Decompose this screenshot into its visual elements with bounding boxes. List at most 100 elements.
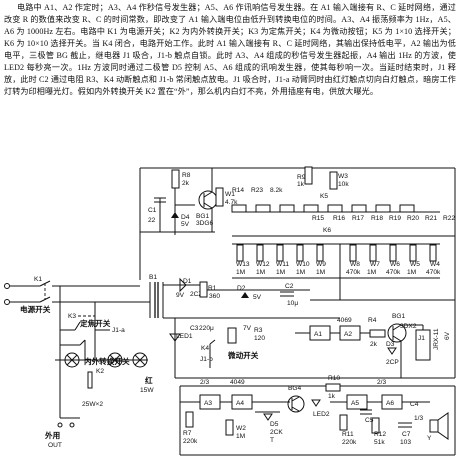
pot-w7 [369, 244, 377, 262]
resistor-r12 [371, 417, 380, 434]
label-w9: W9 [316, 261, 326, 268]
diode-d5 [263, 413, 273, 421]
oscillator-section: 2/3 4049 A3 A4 R7 220k W2 1M D5 2CK T BG… [179, 375, 456, 456]
label-r17: R17 [352, 215, 364, 222]
label-bg1-left-type: 3DG6 [196, 220, 214, 227]
label-4049: 4049 [230, 379, 245, 386]
mains-section: K1 电源开关 K3 定焦开关 J1-a 内外转换开关 K2 25W×2 红 1… [4, 276, 154, 449]
label-6v: 6V [444, 331, 451, 340]
label-c2-val: 10μ [287, 300, 298, 307]
label-a3: A3 [204, 400, 212, 407]
resistor-r19 [327, 204, 343, 213]
label-r8-val: 2k [182, 180, 190, 187]
val-w9: 1M [316, 269, 325, 276]
label-a6: A6 [386, 400, 394, 407]
label-k5: K5 [320, 193, 328, 200]
label-w8: W8 [350, 261, 360, 268]
stabilizer-section: R8 2k C1 22 D4 5V BG1 3DG6 W1 4.7k R14 R… [139, 166, 455, 280]
label-r19: R19 [389, 215, 401, 222]
resistor-r7 [185, 411, 194, 428]
resistor-r9 [304, 166, 313, 185]
val-w5: 1M [407, 269, 416, 276]
label-w5: W5 [410, 261, 420, 268]
label-r9: R9 [297, 174, 306, 181]
label-k2: K2 [96, 368, 104, 375]
val-w10: 1M [296, 269, 305, 276]
label-y: Y [427, 435, 432, 442]
label-k4: K4 [201, 345, 209, 352]
resistor-r4 [369, 329, 386, 338]
potentiometer-w2 [225, 419, 234, 436]
label-7v: 7V [243, 325, 252, 332]
label-w6: W6 [390, 261, 400, 268]
label-w2-val: 1M [236, 433, 245, 440]
val-w8: 470k [346, 269, 361, 276]
label-power-switch: 电源开关 [20, 304, 51, 314]
pot-w10 [296, 244, 304, 262]
mains-plug-bottom [4, 299, 10, 305]
label-r3: R3 [254, 327, 263, 334]
resistor-r17 [279, 204, 295, 213]
val-w6: 470k [386, 269, 401, 276]
label-c1-val: 22 [148, 217, 156, 224]
label-c4: C4 [410, 401, 419, 408]
label-k1: K1 [34, 276, 42, 283]
label-r1-val: 360 [209, 293, 220, 300]
label-r16: R16 [333, 215, 345, 222]
pot-w9 [316, 244, 324, 262]
label-d5-val: 2CK [270, 429, 283, 436]
resistor-r21 [375, 204, 391, 213]
label-bg1-right: BG1 [392, 313, 406, 320]
label-c7-val: 103 [400, 439, 411, 446]
val-w12: 1M [256, 269, 265, 276]
label-j1a: J1-a [112, 327, 125, 334]
label-w2: W2 [236, 425, 246, 432]
pot-w13 [236, 244, 244, 262]
label-r10: R10 [328, 375, 340, 382]
label-r12: R12 [374, 431, 386, 438]
label-r9-val: 1k [297, 181, 305, 188]
label-led2: LED2 [313, 411, 330, 418]
label-4069: 4069 [337, 317, 352, 324]
label-external: 外用 [45, 430, 60, 440]
label-r7: R7 [183, 430, 192, 437]
label-w3: W3 [338, 173, 348, 180]
resistor-r22 [399, 204, 415, 213]
resistor-row-r15-r22: R15 R16 R17 R18 R19 R20 R21 R22 K6 [231, 168, 456, 300]
label-d3: D3 [386, 341, 395, 348]
label-bg1-left: BG1 [196, 213, 210, 220]
led1-diode [169, 333, 181, 342]
label-w11: W11 [276, 261, 289, 268]
label-d4: D4 [181, 214, 190, 221]
label-lamp-rating: 25W×2 [82, 401, 103, 408]
pot-w6 [389, 244, 397, 262]
label-r21: R21 [425, 215, 437, 222]
resistor-r8 [171, 169, 180, 189]
label-k2-switch: 内外转换开关 [84, 356, 130, 366]
timer-section: A1 A2 4069 R4 2k BG1 3DX2 D3 2CP J1 JRX-… [295, 300, 456, 379]
label-lamp-red-power: 15W [140, 387, 154, 394]
label-k4-micro: 微动开关 [227, 350, 259, 360]
led2-diode [311, 399, 321, 407]
label-led1: LED1 [176, 333, 193, 340]
resistor-r18 [303, 204, 319, 213]
label-bg4: BG4 [288, 385, 302, 392]
label-r4: R4 [368, 317, 377, 324]
label-r11: R11 [342, 431, 354, 438]
mains-plug-top [4, 283, 10, 289]
resistor-r11 [339, 414, 348, 431]
val-w13: 1M [236, 269, 245, 276]
label-c7: C7 [402, 431, 411, 438]
label-a1: A1 [314, 331, 322, 338]
pot-w4 [429, 244, 437, 262]
label-d5-sub: T [270, 437, 274, 444]
label-b1: B1 [149, 274, 157, 281]
label-c2: C2 [285, 283, 294, 290]
transistor-bg4 [287, 395, 305, 413]
potentiometer-w1 [215, 187, 224, 207]
label-out: OUT [48, 442, 62, 449]
transistor-bg1-right [387, 323, 407, 343]
label-c3-val: 220μ [199, 325, 214, 332]
outlet-pin-right [69, 422, 75, 428]
